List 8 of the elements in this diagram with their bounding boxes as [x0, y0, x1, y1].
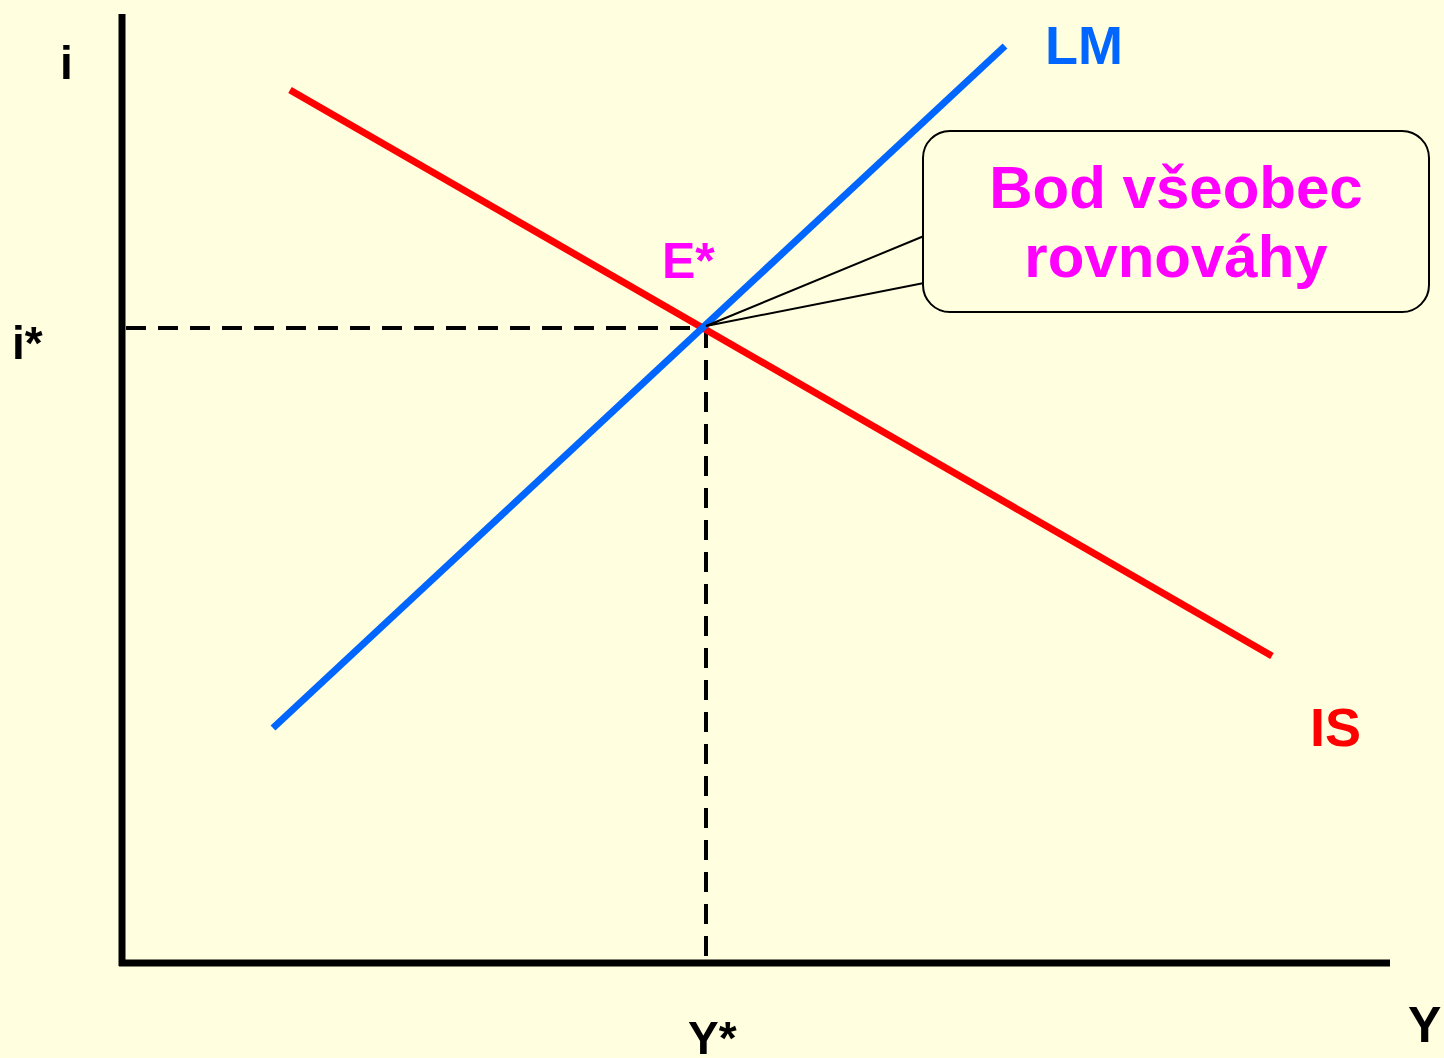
- curve-label: LM: [1045, 18, 1123, 72]
- callout-box: Bod všeobec rovnováhy: [922, 130, 1430, 313]
- point-label: E*: [662, 236, 715, 286]
- curve-label: IS: [1310, 700, 1362, 754]
- tick-label: i*: [12, 320, 43, 366]
- axis-label: i: [60, 40, 73, 86]
- tick-label: Y*: [688, 1015, 737, 1058]
- axis-label: Y: [1408, 1000, 1442, 1050]
